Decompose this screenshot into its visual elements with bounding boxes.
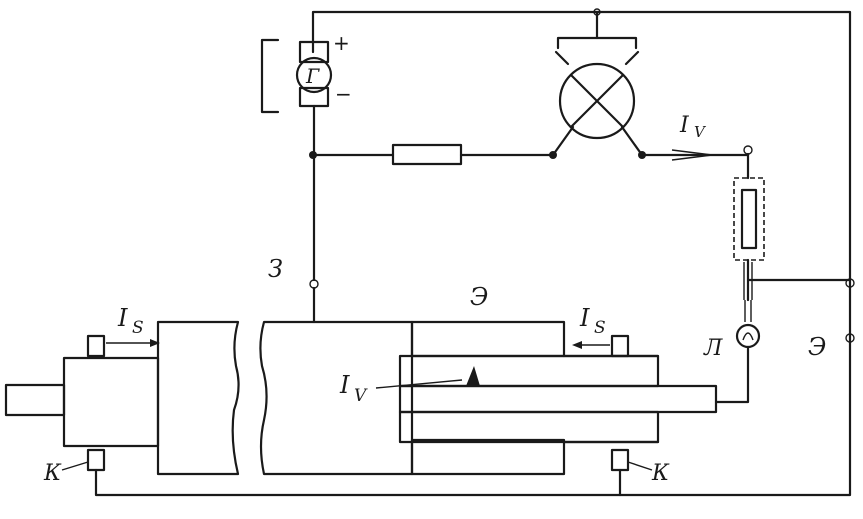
svg-text:S: S	[132, 318, 144, 338]
lamp-label: Л	[703, 336, 723, 361]
electrode-right-label: Э	[808, 333, 826, 361]
contact-right-label: К	[651, 461, 670, 486]
contacts: К К	[43, 334, 670, 486]
current-iv-mid: I V	[339, 371, 463, 406]
resistor	[391, 143, 463, 166]
dashed-resistor	[733, 152, 765, 302]
electrode-left-label: З	[268, 255, 283, 283]
generator: Г + −	[260, 31, 352, 157]
plus-label: +	[333, 31, 350, 55]
svg-text:I: I	[679, 113, 690, 138]
resistor-branch	[309, 143, 557, 166]
svg-text:I: I	[579, 304, 590, 332]
electrode-center-label: Э	[470, 283, 488, 311]
minus-label: −	[335, 82, 352, 106]
electrode-wire: З	[268, 153, 319, 324]
svg-text:V: V	[354, 386, 368, 406]
svg-text:I: I	[117, 304, 128, 332]
lamp: Л	[703, 300, 761, 404]
svg-text:V: V	[694, 123, 707, 141]
current-iv-top: I V	[640, 113, 753, 161]
generator-label: Г	[305, 64, 320, 88]
outer-wire	[94, 10, 855, 497]
svg-text:S: S	[594, 318, 606, 338]
contact-left-label: К	[43, 461, 62, 486]
current-is-right: I S	[572, 304, 610, 349]
meter	[551, 8, 646, 159]
svg-text:I: I	[339, 371, 350, 399]
current-is-left: I S	[106, 304, 160, 347]
